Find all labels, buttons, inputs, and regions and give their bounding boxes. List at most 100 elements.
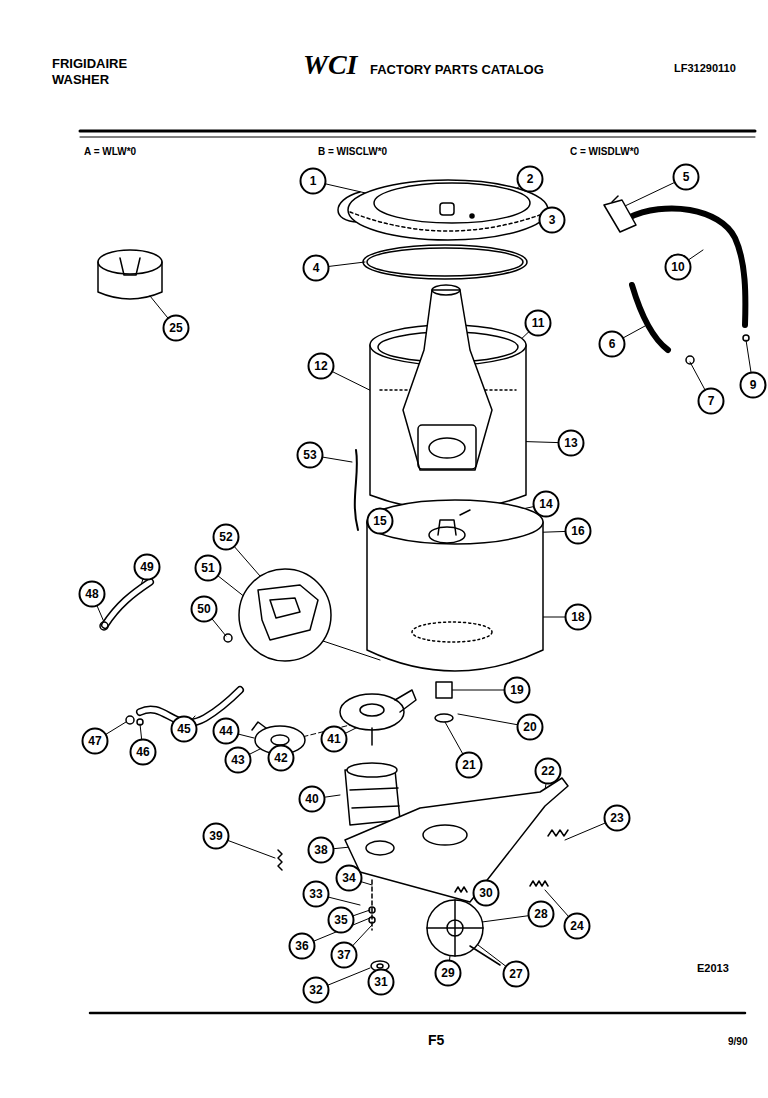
callout-circle: 40 [298, 785, 326, 813]
callout-circle: 48 [78, 580, 106, 608]
callout-circle: 39 [202, 822, 230, 850]
callout-circle: 37 [330, 941, 358, 969]
callout-number: 45 [177, 723, 190, 735]
callout-number: 27 [509, 968, 522, 980]
header-text: A = WLW*0 [84, 146, 136, 158]
callout-circle: 36 [288, 932, 316, 960]
header-text: 9/90 [728, 1036, 747, 1048]
callout-number: 10 [671, 261, 684, 273]
callout-circle: 3 [538, 206, 566, 234]
callout-number: 9 [750, 379, 757, 391]
callout-number: 11 [532, 317, 545, 329]
header-text: B = WISCLW*0 [318, 146, 387, 158]
callout-circle: 51 [194, 554, 222, 582]
callout-number: 31 [374, 976, 387, 988]
callout-number: 46 [136, 746, 149, 758]
callout-circle: 20 [516, 713, 544, 741]
callout-circle: 10 [664, 253, 692, 281]
callout-number: 21 [462, 759, 475, 771]
callout-circle: 53 [296, 441, 324, 469]
callout-circle: 4 [302, 254, 330, 282]
callout-circle: 29 [434, 959, 462, 987]
callout-circle: 7 [697, 387, 725, 415]
callout-number: 2 [527, 173, 534, 185]
callout-circle: 9 [739, 371, 767, 399]
callout-circle: 46 [129, 738, 157, 766]
header-text: F5 [428, 1032, 444, 1049]
callout-number: 6 [609, 338, 616, 350]
callout-circle: 52 [212, 523, 240, 551]
callout-number: 38 [314, 844, 327, 856]
callout-number: 50 [197, 603, 210, 615]
callout-circle: 33 [302, 880, 330, 908]
callout-number: 34 [342, 872, 355, 884]
callout-circle: 2 [516, 165, 544, 193]
brand-logo: WCI [303, 48, 357, 82]
callout-number: 53 [303, 449, 316, 461]
callout-number: 14 [539, 498, 552, 510]
header-text: FRIGIDAIRE WASHER [52, 56, 147, 87]
callout-circle: 19 [503, 676, 531, 704]
callout-circle: 30 [472, 879, 500, 907]
callout-number: 13 [564, 437, 577, 449]
callout-circle: 28 [527, 900, 555, 928]
callout-circle: 38 [307, 836, 335, 864]
callout-number: 40 [305, 793, 318, 805]
callout-number: 33 [309, 888, 322, 900]
callout-circle: 22 [534, 757, 562, 785]
header-text: LF31290110 [674, 62, 736, 75]
callout-circle: 31 [367, 968, 395, 996]
callout-number: 24 [570, 920, 583, 932]
callout-number: 52 [219, 531, 232, 543]
callout-circle: 47 [81, 727, 109, 755]
callout-number: 47 [88, 735, 101, 747]
callout-number: 44 [219, 725, 232, 737]
callout-number: 39 [209, 830, 222, 842]
callout-circle: 16 [564, 517, 592, 545]
callout-circle: 35 [327, 906, 355, 934]
callout-circle: 18 [564, 603, 592, 631]
callout-circle: 23 [603, 804, 631, 832]
callout-number: 20 [523, 721, 536, 733]
callout-number: 3 [549, 214, 556, 226]
callout-number: 43 [231, 754, 244, 766]
callout-circle: 27 [502, 960, 530, 988]
callout-number: 42 [274, 752, 287, 764]
callout-number: 25 [169, 322, 182, 334]
callout-number: 36 [295, 940, 308, 952]
callout-circle: 44 [212, 717, 240, 745]
callout-number: 49 [140, 561, 153, 573]
callout-number: 5 [683, 171, 690, 183]
callout-number: 23 [610, 812, 623, 824]
callout-circle: 42 [267, 744, 295, 772]
callout-number: 16 [571, 525, 584, 537]
callout-circle: 24 [563, 912, 591, 940]
callout-number: 51 [201, 562, 214, 574]
callout-circle: 50 [190, 595, 218, 623]
callout-number: 19 [510, 684, 523, 696]
callout-circle: 43 [224, 746, 252, 774]
header-text: C = WISDLW*0 [570, 146, 639, 158]
callout-circle: 11 [524, 309, 552, 337]
callout-circle: 13 [557, 429, 585, 457]
callout-number: 28 [534, 908, 547, 920]
callout-number: 30 [479, 887, 492, 899]
callout-circle: 25 [162, 314, 190, 342]
callout-number: 48 [85, 588, 98, 600]
callout-number: 7 [708, 395, 715, 407]
header-text: E2013 [697, 962, 729, 975]
callout-circle: 12 [307, 352, 335, 380]
callout-circle: 45 [170, 715, 198, 743]
callout-number: 15 [373, 515, 386, 527]
callout-number: 41 [327, 733, 340, 745]
callout-number: 35 [334, 914, 347, 926]
callout-number: 18 [571, 611, 584, 623]
header-text: FACTORY PARTS CATALOG [370, 62, 544, 78]
callout-circle: 34 [335, 864, 363, 892]
callout-number: 4 [313, 262, 320, 274]
callout-circle: 49 [133, 553, 161, 581]
callout-circle: 21 [455, 751, 483, 779]
callout-circle: 5 [672, 163, 700, 191]
callout-number: 29 [441, 967, 454, 979]
